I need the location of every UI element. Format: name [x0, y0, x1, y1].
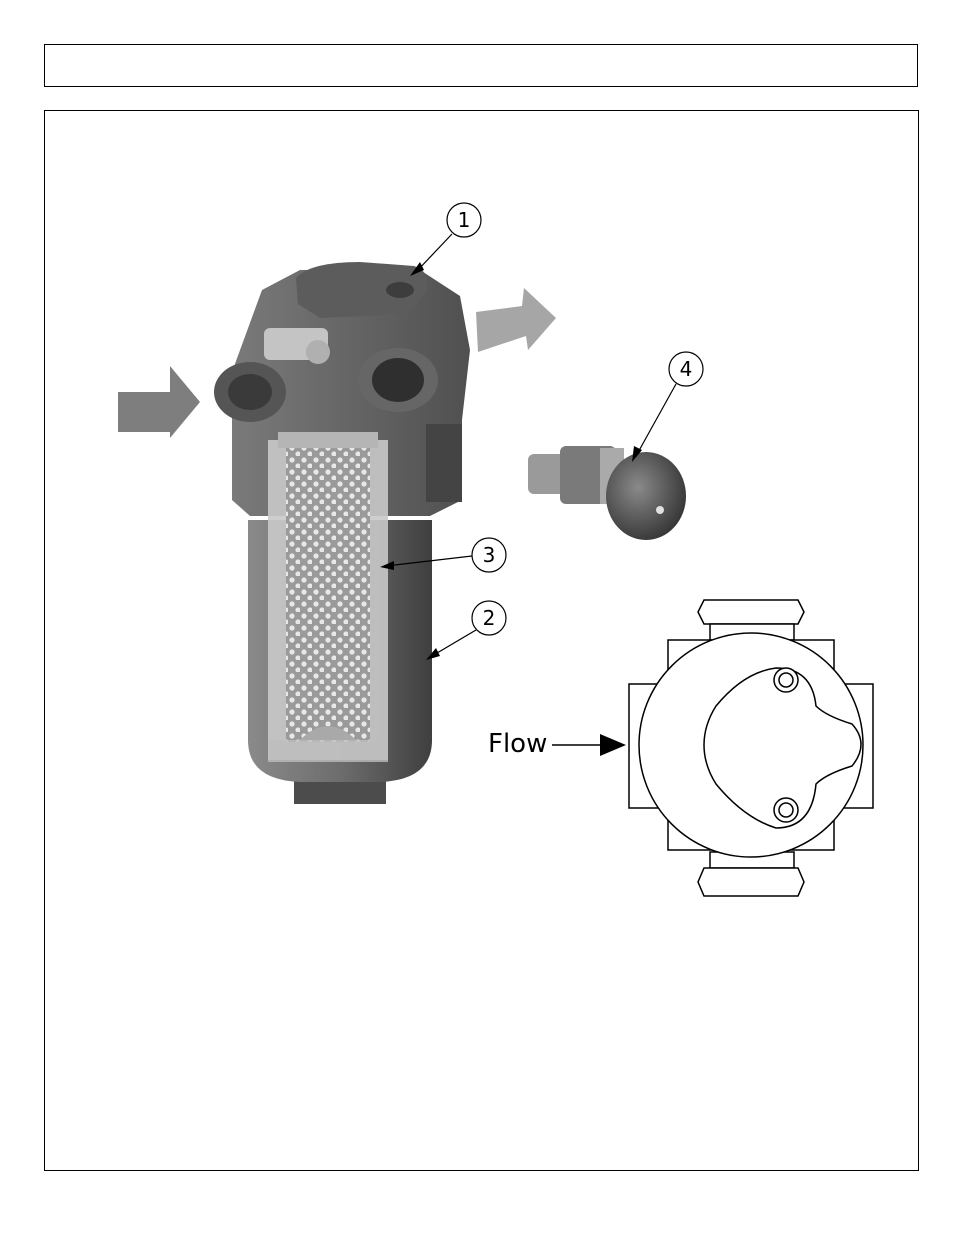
flow-arrowhead	[600, 734, 626, 756]
filter-assembly	[214, 262, 470, 804]
callout-4-number: 4	[680, 357, 693, 381]
callout-1: 1	[410, 203, 481, 276]
outlet-arrow	[476, 288, 556, 352]
flow-indicator: Flow	[488, 729, 626, 759]
top-view-drawing	[629, 600, 873, 896]
flow-label: Flow	[488, 729, 547, 759]
callout-1-number: 1	[458, 208, 471, 232]
callout-2: 2	[426, 601, 506, 660]
inlet-arrow	[118, 366, 200, 438]
callout-2-number: 2	[483, 606, 496, 630]
callout-3-number: 3	[483, 543, 496, 567]
filter-element	[286, 446, 370, 742]
callout-4: 4	[632, 352, 703, 462]
bypass-valve-detail	[528, 446, 686, 540]
